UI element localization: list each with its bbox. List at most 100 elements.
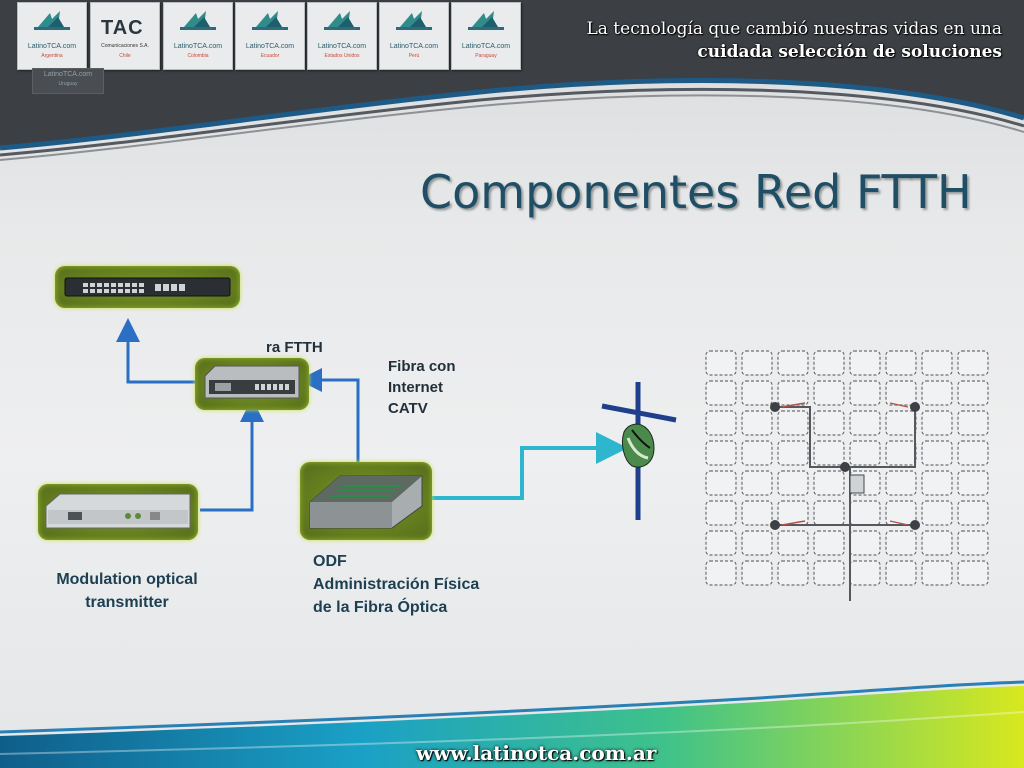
logo-country: Colombia bbox=[187, 53, 209, 59]
logo-tile-ecuador[interactable]: LatinoTCA.com Ecuador bbox=[235, 2, 305, 70]
map-block bbox=[813, 410, 845, 436]
logo-tile-tac-chile[interactable]: TAC Comunicaciones S.A. Chile bbox=[90, 2, 160, 70]
map-block bbox=[741, 560, 773, 586]
latinotca-logo-icon bbox=[180, 11, 216, 30]
label-line: Administración Física bbox=[313, 576, 480, 593]
map-block bbox=[957, 410, 989, 436]
label-fibra-internet-catv: Fibra con Internet CATV bbox=[388, 356, 456, 419]
map-block bbox=[741, 530, 773, 556]
map-block bbox=[741, 380, 773, 406]
map-block bbox=[957, 470, 989, 496]
label-line: de la Fibra Óptica bbox=[313, 599, 448, 616]
logo-name: LatinoTCA.com bbox=[43, 71, 93, 78]
logo-name: LatinoTCA.com bbox=[27, 43, 77, 50]
logo-name: LatinoTCA.com bbox=[245, 43, 295, 50]
map-block bbox=[741, 440, 773, 466]
map-block bbox=[957, 350, 989, 376]
map-block bbox=[885, 350, 917, 376]
map-block bbox=[777, 350, 809, 376]
logo-tile-peru[interactable]: LatinoTCA.com Perú bbox=[379, 2, 449, 70]
logo-name: Comunicaciones S.A. bbox=[101, 43, 149, 49]
map-block bbox=[957, 560, 989, 586]
utility-pole bbox=[601, 382, 677, 520]
map-block bbox=[957, 440, 989, 466]
olt-icon bbox=[204, 365, 300, 399]
latinotca-logo-icon bbox=[396, 11, 432, 30]
odf-icon bbox=[309, 475, 423, 529]
logo-country: Chile bbox=[119, 53, 131, 59]
map-block bbox=[885, 380, 917, 406]
logo-tile-paraguay[interactable]: LatinoTCA.com Paraguay bbox=[451, 2, 521, 70]
logo-name: LatinoTCA.com bbox=[389, 43, 439, 50]
arrow-odf-to-olt bbox=[298, 368, 360, 480]
map-block bbox=[849, 530, 881, 556]
footer-url-link[interactable]: www.latinotca.com.ar bbox=[416, 741, 657, 765]
map-block bbox=[849, 560, 881, 586]
label-olt-ftth: ra FTTH bbox=[266, 339, 323, 356]
arrow-olt-to-switch bbox=[116, 318, 195, 384]
label-odf: ODF Administración Física de la Fibra Óp… bbox=[313, 550, 479, 619]
logo-tile-argentina[interactable]: LatinoTCA.com Argentina bbox=[17, 2, 87, 70]
map-block bbox=[705, 470, 737, 496]
logo-country: Argentina bbox=[41, 53, 63, 59]
tagline-line-2: cuidada selección de soluciones bbox=[697, 42, 1002, 62]
map-block bbox=[705, 560, 737, 586]
map-block bbox=[777, 410, 809, 436]
tagline-line-1: La tecnología que cambió nuestras vidas … bbox=[586, 19, 1002, 39]
map-block bbox=[777, 530, 809, 556]
map-block bbox=[957, 530, 989, 556]
label-line: Internet bbox=[388, 379, 444, 396]
logo-tile-uruguay[interactable]: LatinoTCA.com Uruguay bbox=[32, 68, 104, 94]
map-block bbox=[885, 530, 917, 556]
map-block bbox=[885, 470, 917, 496]
logo-country: Perú bbox=[408, 53, 420, 59]
arrow-modulator-to-olt bbox=[200, 398, 264, 512]
map-block bbox=[849, 440, 881, 466]
map-block bbox=[813, 380, 845, 406]
logo-country: Uruguay bbox=[58, 81, 78, 87]
map-block bbox=[921, 380, 953, 406]
map-block bbox=[885, 410, 917, 436]
latinotca-logo-icon bbox=[468, 11, 504, 30]
map-block bbox=[885, 440, 917, 466]
logo-country: Paraguay bbox=[475, 53, 497, 59]
map-block bbox=[813, 530, 845, 556]
map-block bbox=[741, 350, 773, 376]
map-block bbox=[741, 470, 773, 496]
map-block bbox=[813, 500, 845, 526]
arrow-odf-to-pole bbox=[432, 432, 628, 500]
tagline: La tecnología que cambió nuestras vidas … bbox=[586, 18, 1002, 64]
latinotca-logo-icon bbox=[34, 11, 70, 30]
map-block bbox=[813, 440, 845, 466]
ftth-block-map bbox=[705, 350, 989, 601]
map-block bbox=[777, 470, 809, 496]
olt-device bbox=[195, 358, 309, 410]
page-title: Componentes Red FTTH bbox=[420, 165, 972, 219]
label-line: ODF bbox=[313, 553, 347, 570]
map-block bbox=[813, 350, 845, 376]
map-block bbox=[849, 380, 881, 406]
latinotca-logo-icon bbox=[324, 11, 360, 30]
map-block bbox=[705, 380, 737, 406]
logo-country: Ecuador bbox=[260, 53, 280, 59]
map-block bbox=[849, 500, 881, 526]
map-block bbox=[921, 470, 953, 496]
map-block bbox=[885, 560, 917, 586]
logo-name: LatinoTCA.com bbox=[173, 43, 223, 50]
latinotca-logo-icon bbox=[252, 11, 288, 30]
label-line: Modulation optical bbox=[56, 571, 198, 588]
map-block bbox=[705, 500, 737, 526]
modulation-transmitter-device bbox=[38, 484, 198, 540]
fiber-splitter-icon bbox=[621, 423, 655, 468]
map-block bbox=[813, 560, 845, 586]
logo-tile-estados-unidos[interactable]: LatinoTCA.com Estados Unidos bbox=[307, 2, 377, 70]
switch-icon bbox=[64, 277, 231, 297]
map-block bbox=[921, 530, 953, 556]
map-block bbox=[705, 410, 737, 436]
map-block bbox=[777, 440, 809, 466]
map-block bbox=[741, 410, 773, 436]
map-block bbox=[921, 440, 953, 466]
map-block bbox=[921, 500, 953, 526]
logo-tile-colombia[interactable]: LatinoTCA.com Colombia bbox=[163, 2, 233, 70]
